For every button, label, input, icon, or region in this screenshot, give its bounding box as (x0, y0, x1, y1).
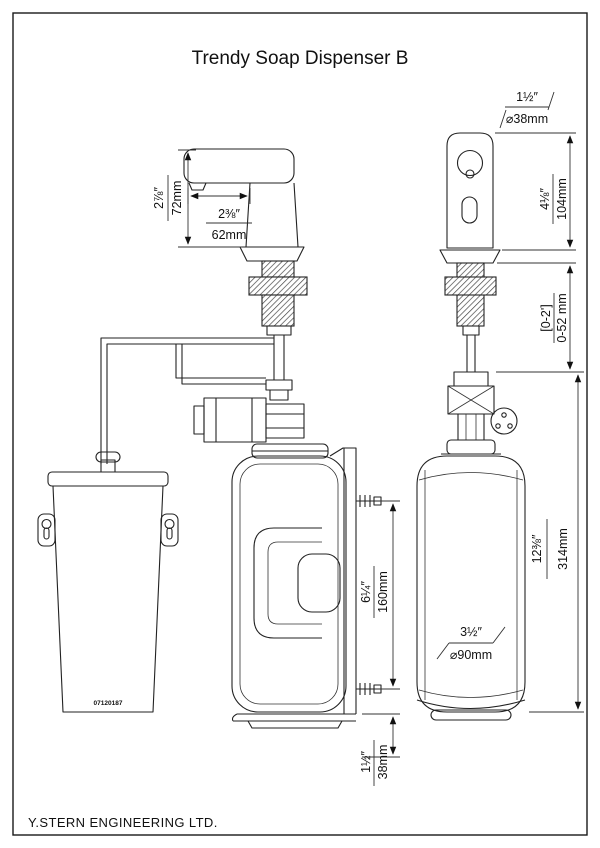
pump-assembly (193, 397, 305, 443)
sensor-lens-icon (456, 149, 484, 177)
pump-motor-icon (490, 407, 518, 435)
dim-body-height-mm: 104mm (555, 178, 569, 220)
supply-tubing (100, 337, 274, 464)
faucet-front (183, 148, 308, 401)
dim-spout-height-mm: 72mm (170, 181, 184, 216)
bracket-stud-bottom (356, 683, 382, 695)
dim-bottle-dia-mm: ⌀90mm (450, 648, 492, 662)
valve-assembly (447, 371, 518, 441)
dim-bottle-height: 12⅜″ 314mm (529, 374, 584, 713)
dim-bottle-diameter: 3½″ ⌀90mm (436, 625, 506, 662)
dimensions: 2⅞″ 72mm 2⅜″ 62mm 1½″ ⌀38mm 4⅛″ (152, 90, 584, 786)
dim-spout-reach: 2⅜″ 62mm (187, 188, 252, 242)
dim-bottom-clearance-mm: 38mm (376, 745, 390, 780)
tank-serial-label: 07120187 (94, 700, 123, 707)
dim-top-dia-mm: ⌀38mm (506, 112, 548, 126)
side-view (416, 132, 526, 721)
dim-bottle-dia-inch: 3½″ (460, 625, 482, 639)
dim-spout-height-inch: 2⅞″ (152, 187, 166, 209)
dim-top-dia-inch: 1½″ (516, 90, 538, 104)
dim-bottom-clearance-inch: 1½″ (359, 751, 373, 773)
company-name: Y.STERN ENGINEERING LTD. (28, 815, 218, 830)
dim-bracket-span: 6¼″ 160mm (359, 500, 400, 690)
bracket-stud-top (356, 495, 382, 507)
bottle-front (231, 443, 347, 713)
dim-top-diameter: 1½″ ⌀38mm (499, 90, 555, 129)
sensor-faucet-side (439, 132, 501, 372)
dim-bottom-clearance: 1½″ 38mm (359, 713, 400, 786)
soap-tank: 07120187 (37, 451, 179, 713)
dim-bottle-height-mm: 314mm (556, 528, 570, 570)
front-view: 07120187 (37, 148, 382, 729)
sheet-border (12, 12, 588, 836)
dim-bottle-height-inch: 12⅜″ (530, 534, 544, 563)
drawing-title: Trendy Soap Dispenser B (192, 48, 409, 69)
dim-thread-range-ft: [0-2'] (539, 304, 553, 331)
sensor-window-icon (461, 196, 478, 224)
dim-bracket-span-mm: 160mm (376, 571, 390, 613)
bottle-side (416, 439, 526, 721)
dim-spout-reach-mm: 62mm (212, 228, 247, 242)
dim-spout-reach-inch: 2⅜″ (218, 207, 240, 221)
dim-body-height: 4⅛″ 104mm (495, 132, 576, 251)
dim-thread-range-mm: 0-52 mm (555, 293, 569, 342)
dim-body-height-inch: 4⅛″ (538, 188, 552, 210)
dim-thread-range: [0-2'] 0-52 mm (496, 262, 584, 373)
dim-bracket-span-inch: 6¼″ (359, 581, 373, 603)
